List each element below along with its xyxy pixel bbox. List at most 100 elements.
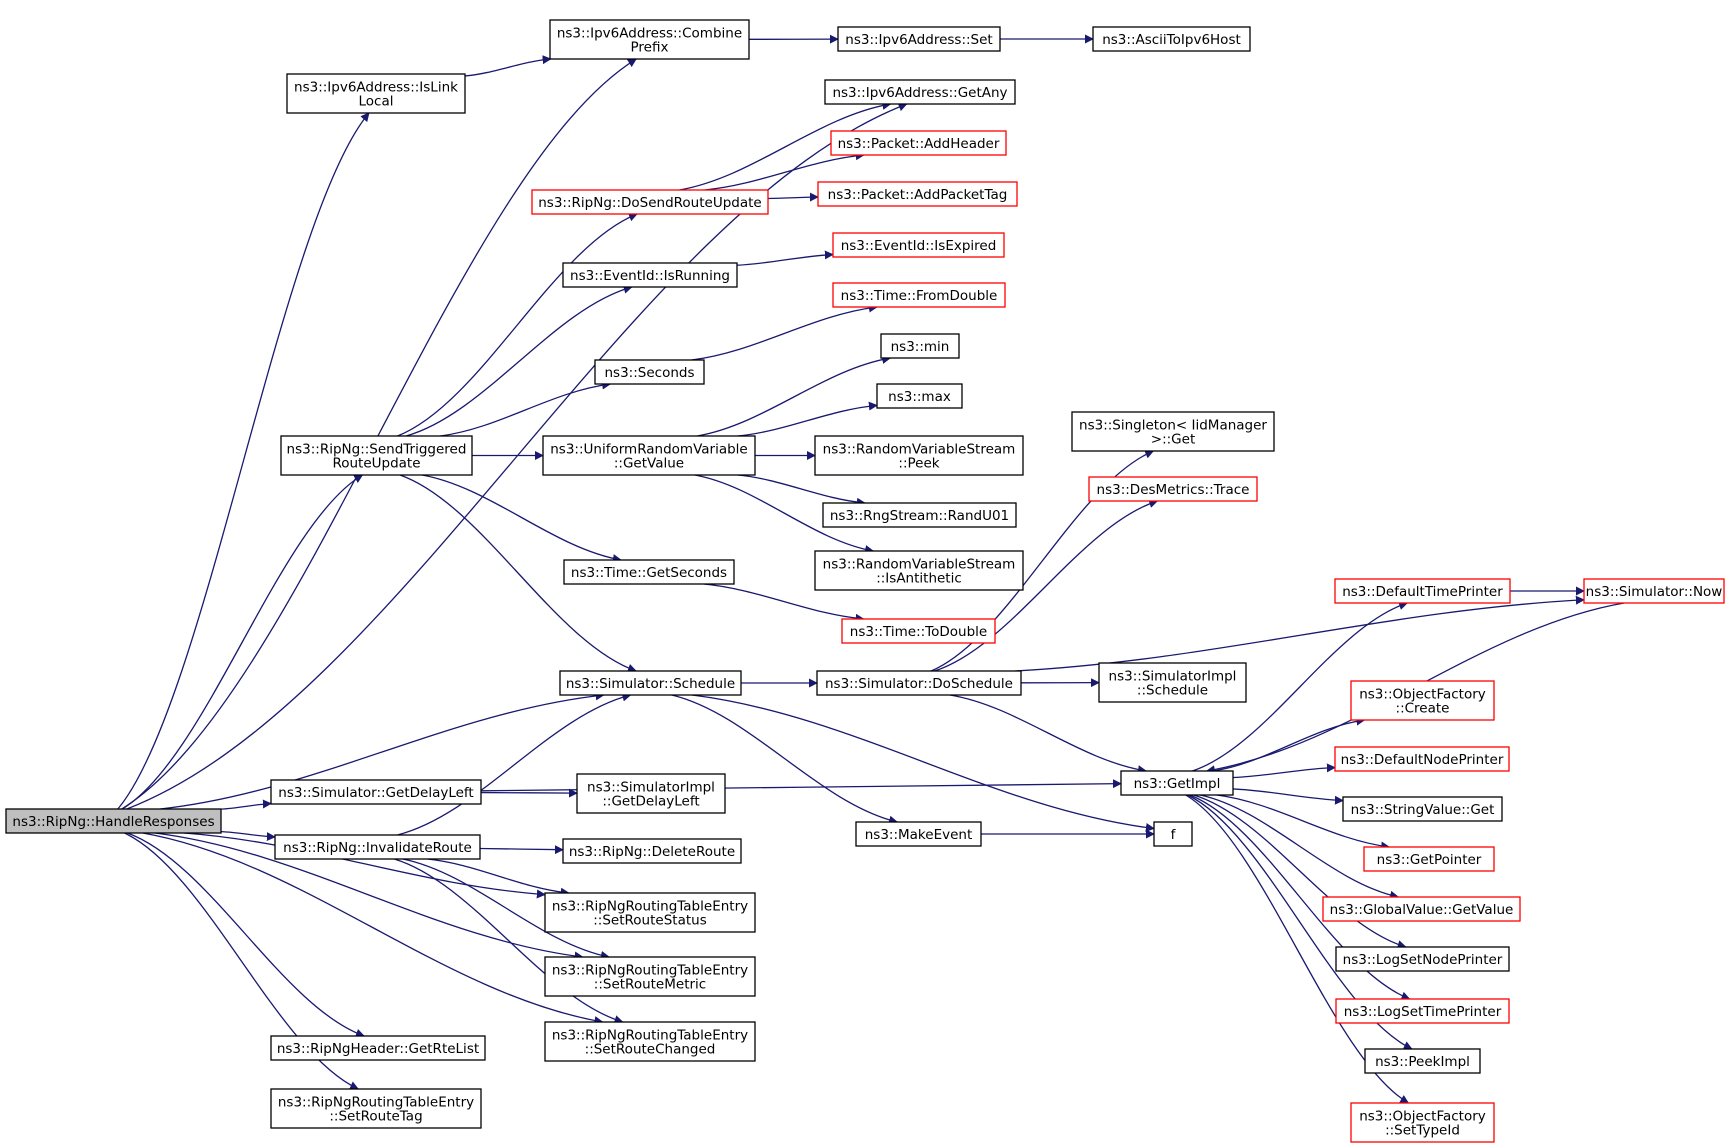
node-get-impl[interactable]: ns3::GetImpl — [1120, 770, 1234, 796]
node-box — [544, 956, 756, 997]
node-label: ns3::GetPointer — [1377, 852, 1482, 868]
node-get-seconds[interactable]: ns3::Time::GetSeconds — [563, 559, 735, 585]
node-sim-now[interactable]: ns3::Simulator::Now — [1583, 578, 1725, 604]
node-seconds[interactable]: ns3::Seconds — [594, 359, 705, 385]
node-box — [549, 19, 750, 60]
node-min[interactable]: ns3::min — [880, 333, 960, 359]
node-ascii-to-ipv6[interactable]: ns3::AsciiToIpv6Host — [1092, 26, 1251, 52]
edge-is_link_local-to-combine_prefix — [464, 55, 552, 77]
node-ipv6-set[interactable]: ns3::Ipv6Address::Set — [837, 26, 1001, 52]
node-label: ns3::RipNg::InvalidateRoute — [283, 840, 472, 856]
node-box — [1334, 578, 1511, 604]
edge-handle_responses-to-get_rte_list — [127, 832, 365, 1038]
node-singleton-get[interactable]: ns3::Singleton< IidManager>::Get — [1071, 411, 1275, 452]
node-simimpl-schedule[interactable]: ns3::SimulatorImpl::Schedule — [1098, 662, 1247, 703]
node-box — [562, 262, 738, 288]
node-sim-do-schedule[interactable]: ns3::Simulator::DoSchedule — [816, 670, 1022, 696]
node-gv-get-value[interactable]: ns3::GlobalValue::GetValue — [1322, 896, 1521, 922]
edge-send_triggered-to-do_send_route_update — [397, 212, 638, 437]
node-set-route-status[interactable]: ns3::RipNgRoutingTableEntry::SetRouteSta… — [544, 892, 756, 933]
node-label: ns3::LogSetNodePrinter — [1343, 952, 1503, 968]
node-label: ns3::RandomVariableStream — [823, 557, 1016, 573]
edge-urv_get_value-to-is_antithetic — [694, 474, 875, 554]
node-from-double[interactable]: ns3::Time::FromDouble — [832, 282, 1006, 308]
node-box — [1322, 896, 1521, 922]
node-rvs-peek[interactable]: ns3::RandomVariableStream::Peek — [814, 435, 1024, 476]
node-to-double[interactable]: ns3::Time::ToDouble — [841, 618, 996, 644]
node-label: ns3::RipNgHeader::GetRteList — [277, 1041, 479, 1057]
node-f[interactable]: f — [1153, 821, 1193, 847]
edge-handle_responses-to-set_route_status — [183, 832, 546, 899]
node-box — [542, 435, 756, 476]
node-des-trace[interactable]: ns3::DesMetrics::Trace — [1088, 476, 1258, 502]
node-handle-responses[interactable]: ns3::RipNg::HandleResponses — [5, 808, 222, 834]
node-log-set-node-printer[interactable]: ns3::LogSetNodePrinter — [1335, 946, 1510, 972]
node-label: ns3::EventId::IsRunning — [570, 268, 730, 284]
node-label: ns3::DefaultTimePrinter — [1342, 584, 1503, 600]
edge-handle_responses-to-set_route_metric — [154, 832, 584, 961]
node-string-value-get[interactable]: ns3::StringValue::Get — [1342, 796, 1503, 822]
node-label: ns3::Packet::AddHeader — [838, 136, 1000, 152]
node-add-packet-tag[interactable]: ns3::Packet::AddPacketTag — [817, 181, 1018, 207]
node-box — [1350, 1102, 1495, 1143]
node-label: ns3::RipNgRoutingTableEntry — [278, 1095, 474, 1111]
node-get-pointer[interactable]: ns3::GetPointer — [1363, 846, 1495, 872]
node-do-send-route-update[interactable]: ns3::RipNg::DoSendRouteUpdate — [531, 189, 769, 215]
node-label: ns3::RngStream::RandU01 — [830, 508, 1009, 524]
node-default-node-printer[interactable]: ns3::DefaultNodePrinter — [1334, 746, 1510, 772]
node-is-running[interactable]: ns3::EventId::IsRunning — [562, 262, 738, 288]
node-is-antithetic[interactable]: ns3::RandomVariableStream::IsAntithetic — [814, 550, 1024, 591]
node-label: ::SetRouteTag — [329, 1109, 422, 1125]
node-set-route-metric[interactable]: ns3::RipNgRoutingTableEntry::SetRouteMet… — [544, 956, 756, 997]
node-rand-u01[interactable]: ns3::RngStream::RandU01 — [822, 502, 1017, 528]
node-invalidate-route[interactable]: ns3::RipNg::InvalidateRoute — [274, 834, 481, 860]
node-box — [1342, 796, 1503, 822]
edge-get_impl-to-default_node_printer — [1232, 763, 1336, 779]
node-label: f — [1171, 827, 1177, 843]
node-log-set-time-printer[interactable]: ns3::LogSetTimePrinter — [1335, 998, 1510, 1024]
node-get-delay-left[interactable]: ns3::Simulator::GetDelayLeft — [270, 779, 482, 805]
node-box — [5, 808, 222, 834]
node-box — [286, 73, 466, 114]
edge-handle_responses-to-sim_schedule — [160, 691, 605, 810]
node-get-any[interactable]: ns3::Ipv6Address::GetAny — [824, 79, 1016, 105]
edge-get_delay_left-to-simimpl_get_delay_left — [480, 788, 578, 798]
node-max[interactable]: ns3::max — [876, 383, 963, 409]
node-label: ns3::RipNg::HandleResponses — [12, 814, 214, 830]
node-delete-route[interactable]: ns3::RipNg::DeleteRoute — [562, 838, 742, 864]
node-label: ns3::RipNgRoutingTableEntry — [552, 899, 748, 915]
node-peek-impl[interactable]: ns3::PeekImpl — [1364, 1048, 1481, 1074]
node-box — [531, 189, 769, 215]
node-get-rte-list[interactable]: ns3::RipNgHeader::GetRteList — [270, 1035, 486, 1061]
nodes-layer: ns3::RipNg::HandleResponses ns3::Ipv6Addr… — [5, 19, 1725, 1143]
node-sim-schedule[interactable]: ns3::Simulator::Schedule — [559, 670, 742, 696]
node-simimpl-get-delay-left[interactable]: ns3::SimulatorImpl::GetDelayLeft — [576, 773, 726, 814]
edge-seconds-to-from_double — [691, 303, 878, 361]
node-of-set-type-id[interactable]: ns3::ObjectFactory::SetTypeId — [1350, 1102, 1495, 1143]
node-label: ns3::AsciiToIpv6Host — [1102, 32, 1241, 48]
node-box — [1335, 946, 1510, 972]
node-label: ns3::Ipv6Address::IsLink — [294, 80, 458, 96]
edge-do_send_route_update-to-add_packet_tag — [767, 192, 819, 202]
edge-get_impl-to-get_pointer — [1216, 794, 1391, 851]
node-box — [270, 1035, 486, 1061]
edge-do_send_route_update-to-get_any — [679, 100, 892, 191]
node-default-time-printer[interactable]: ns3::DefaultTimePrinter — [1334, 578, 1511, 604]
node-add-header[interactable]: ns3::Packet::AddHeader — [830, 130, 1007, 156]
node-set-route-changed[interactable]: ns3::RipNgRoutingTableEntry::SetRouteCha… — [544, 1021, 756, 1062]
node-set-route-tag[interactable]: ns3::RipNgRoutingTableEntry::SetRouteTag — [270, 1088, 482, 1129]
node-is-expired[interactable]: ns3::EventId::IsExpired — [832, 232, 1005, 258]
edge-urv_get_value-to-max — [737, 401, 878, 437]
edge-sim_do_schedule-to-des_trace — [934, 499, 1159, 672]
edge-send_triggered-to-is_running — [405, 284, 633, 437]
node-of-create[interactable]: ns3::ObjectFactory::Create — [1350, 680, 1495, 721]
node-box — [855, 821, 982, 847]
node-urv-get-value[interactable]: ns3::UniformRandomVariable::GetValue — [542, 435, 756, 476]
node-make-event[interactable]: ns3::MakeEvent — [855, 821, 982, 847]
edge-handle_responses-to-is_link_local — [117, 112, 370, 810]
node-label: ns3::max — [888, 389, 951, 405]
node-box — [841, 618, 996, 644]
